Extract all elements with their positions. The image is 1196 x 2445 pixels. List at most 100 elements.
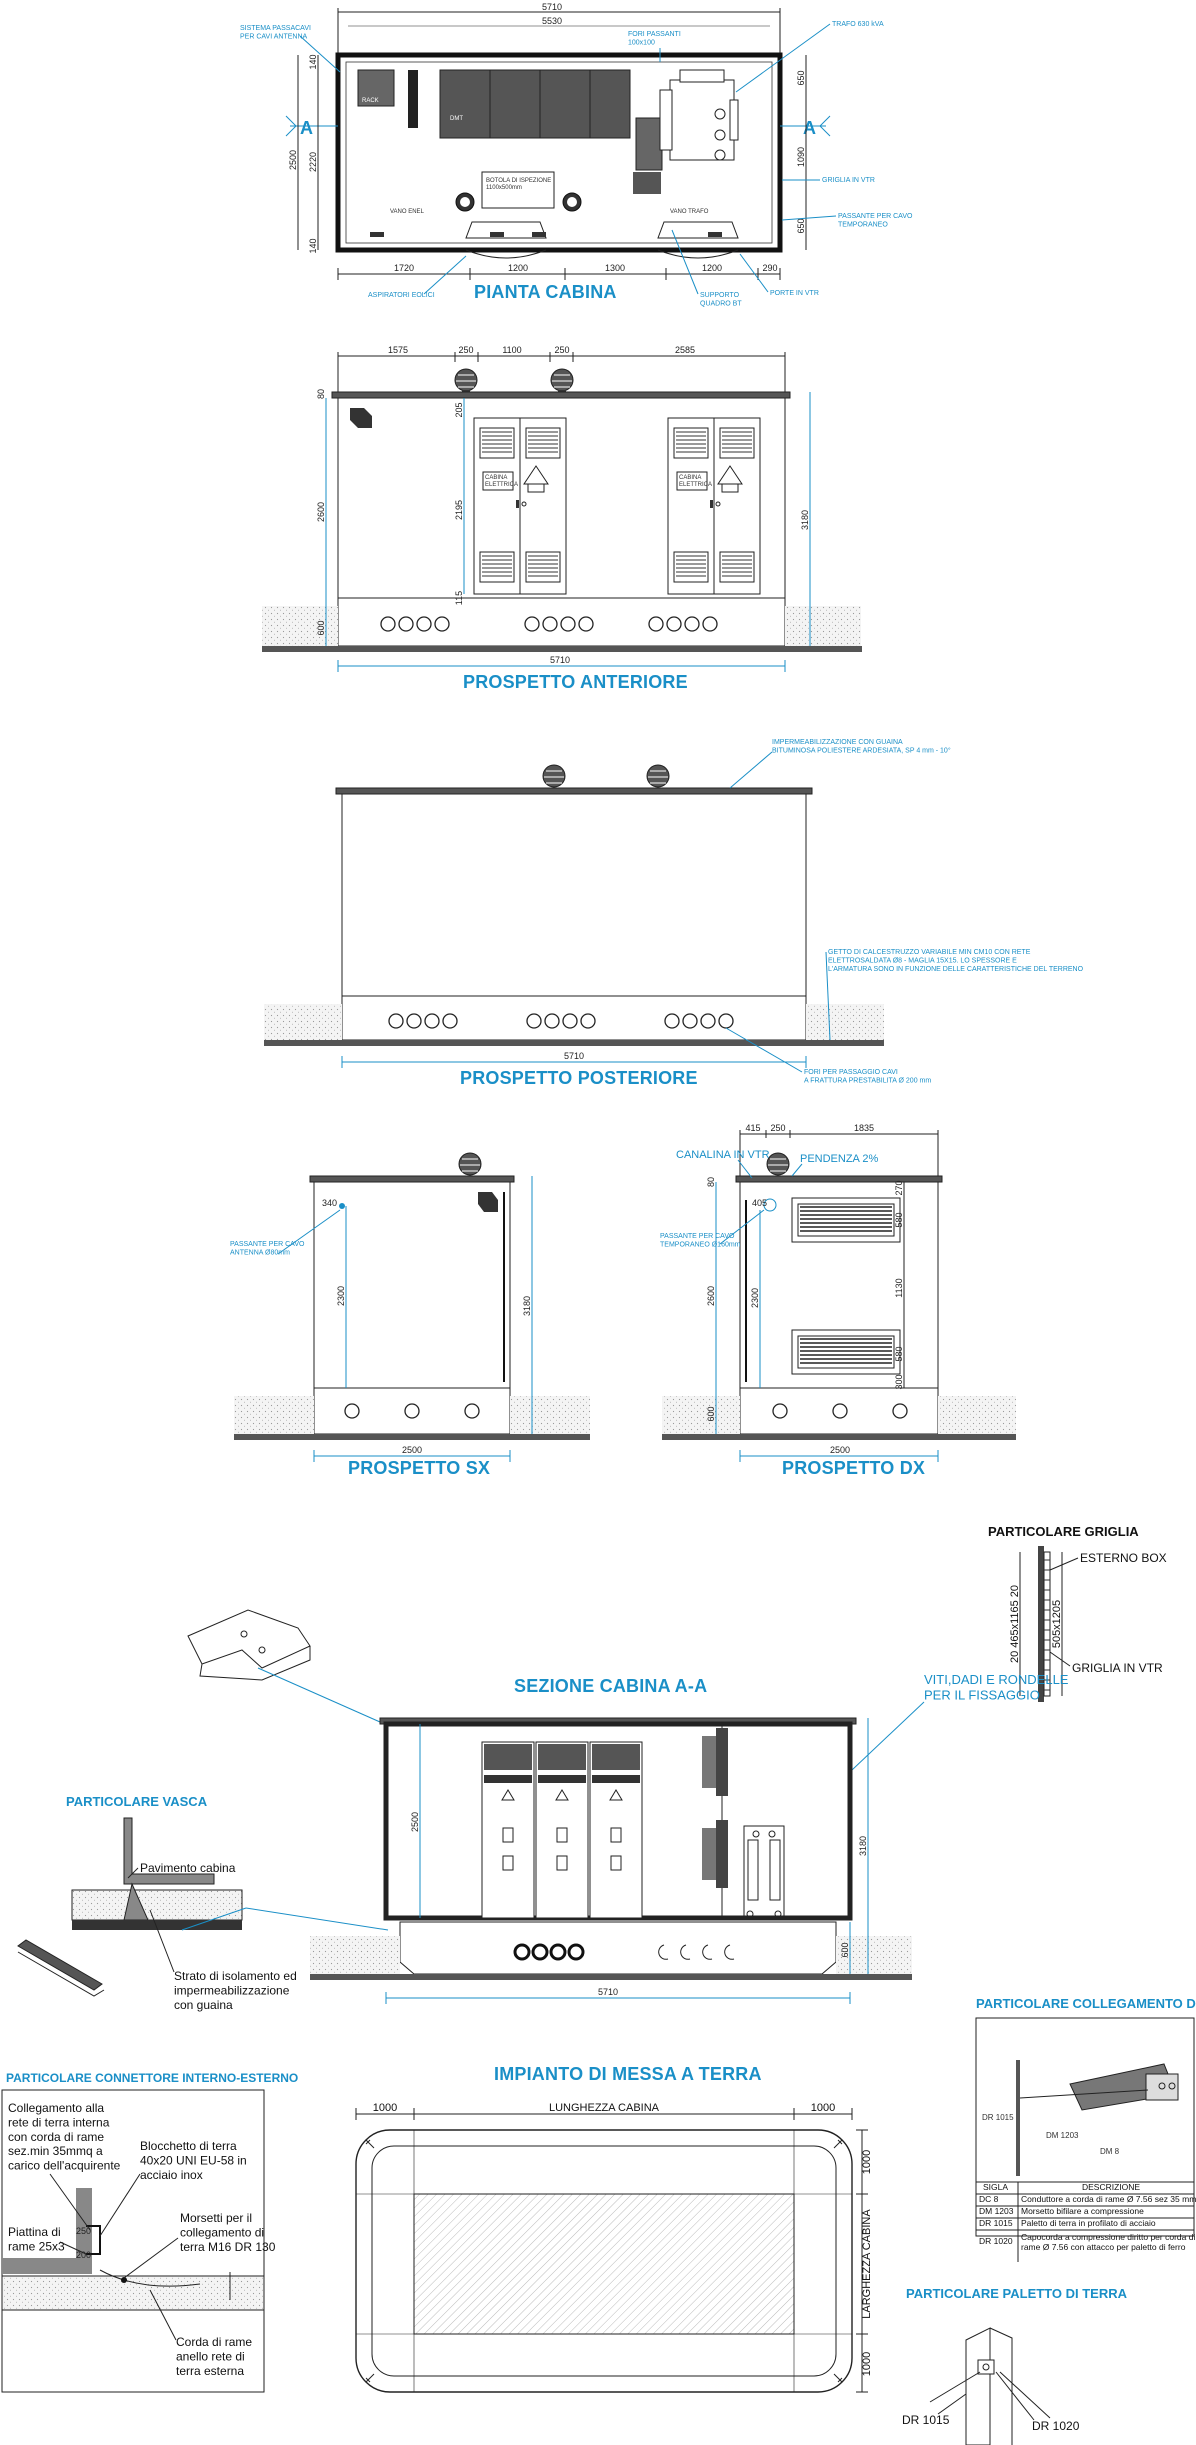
griglia-dim2: 505x1205 (1051, 1600, 1063, 1648)
coll-label-dm1203: DM 1203 (1046, 2131, 1079, 2140)
plan-dim-b2: 1200 (508, 263, 528, 273)
rack-label: RACK (362, 98, 379, 104)
conn-d1: 250 (76, 2226, 91, 2236)
messa-terra-plan: IMPIANTO DI MESSA A TERRA 1000 LUNGHEZZA… (355, 2064, 873, 2393)
coll-th-desc: DESCRIZIONE (1082, 2182, 1140, 2192)
coll-label-dr1015: DR 1015 (982, 2113, 1014, 2122)
plan-dim-b4: 1200 (702, 263, 722, 273)
plan-dim-total: 5710 (542, 2, 562, 12)
section-marker-right: A (803, 118, 816, 138)
vano-trafo: VANO TRAFO (670, 209, 709, 215)
front-dim-h5: 3180 (800, 510, 810, 530)
coll-r3-sigla: DR 1020 (979, 2236, 1013, 2246)
terra-d-top: 1000 (861, 2150, 873, 2174)
side-right-elevation: 415 250 1835 270 580 1130 580 300 2600 6… (660, 1123, 1016, 1478)
griglia-detail: PARTICOLARE GRIGLIA 20 465x1165 20 505x1… (988, 1524, 1167, 1702)
front-dim-h6: 600 (316, 620, 326, 635)
dx-dim-r2: 580 (894, 1212, 904, 1227)
vano-enel: VANO ENEL (390, 209, 425, 215)
section-title: SEZIONE CABINA A-A (514, 1676, 707, 1696)
callout-griglia: GRIGLIA IN VTR (822, 177, 875, 184)
dx-dim-r4: 580 (894, 1346, 904, 1361)
front-title: PROSPETTO ANTERIORE (463, 672, 688, 692)
vasca-title: PARTICOLARE VASCA (66, 1794, 208, 1809)
front-dim-d3: 1100 (502, 345, 521, 355)
dx-label-pendenza: PENDENZA 2% (800, 1153, 878, 1165)
vasca-pavimento: Pavimento cabina (140, 1861, 236, 1875)
coll-label-dm8: DM 8 (1100, 2147, 1120, 2156)
sx-dim-h: 2300 (336, 1286, 346, 1306)
callout-aspiratori: ASPIRATORI EOLICI (368, 292, 435, 299)
plan-title: PIANTA CABINA (474, 282, 617, 302)
plan-dim-inner: 5530 (542, 16, 562, 26)
plan-dim-left-bot: 140 (308, 238, 318, 253)
front-dim-h4: 115 (454, 591, 464, 605)
front-cable-holes (380, 616, 718, 632)
coll-th-sigla: SIGLA (983, 2182, 1008, 2192)
plan-dim-right-mid: 1090 (796, 147, 806, 167)
section-dim-h-out: 3180 (858, 1836, 868, 1856)
sx-dim-top: 340 (322, 1198, 337, 1208)
connettore-detail: PARTICOLARE CONNETTORE INTERNO-ESTERNO C… (1, 2071, 298, 2393)
griglia-esterno: ESTERNO BOX (1080, 1551, 1167, 1565)
coll-r3-desc: Capocorda a compressione diritto per cor… (1021, 2232, 1195, 2252)
section-transformer (743, 1825, 785, 1918)
front-dim-h3: 205 (454, 402, 464, 417)
callout-trafo: TRAFO 630 kVA (832, 21, 884, 28)
griglia-dim1: 20 465x1165 20 (1009, 1585, 1021, 1663)
messa-terra-title: IMPIANTO DI MESSA A TERRA (494, 2064, 762, 2084)
back-note-getto: GETTO DI CALCESTRUZZO VARIABILE MIN CM10… (828, 949, 1084, 973)
front-dim-h2: 2195 (454, 500, 464, 520)
section-dim-h-in: 2500 (410, 1812, 420, 1832)
terra-d-left: 1000 (373, 2102, 397, 2114)
section-switchgear (481, 1741, 643, 1919)
front-dim-d2: 250 (458, 345, 473, 355)
plan-dim-right-bot: 650 (796, 218, 806, 233)
paletto-detail: PARTICOLARE PALETTO DI TERRA DR 1015 DR … (902, 2286, 1128, 2445)
dx-dim-bottom: 2500 (830, 1445, 850, 1455)
plan-dim-b3: 1300 (605, 263, 625, 273)
dx-dim-d1: 415 (745, 1123, 760, 1133)
paletto-dr1020: DR 1020 (1032, 2419, 1080, 2433)
botola (481, 171, 555, 209)
terra-lunghezza: LUNGHEZZA CABINA (549, 2102, 660, 2114)
plan-dim-h-total: 2500 (288, 150, 298, 170)
front-dim-h7: 80 (316, 389, 326, 399)
section-cable-holes (513, 1943, 735, 1961)
front-elevation: 1575 250 1100 250 2585 (262, 345, 862, 692)
back-dim-bottom: 5710 (564, 1051, 584, 1061)
front-dim-h1: 2600 (316, 502, 326, 522)
section-dim-base: 600 (840, 1942, 850, 1957)
terra-larghezza: LARGHEZZA CABINA (861, 2209, 873, 2319)
rack-box (357, 69, 395, 107)
front-dim-d5: 2585 (675, 345, 695, 355)
side-sx-title: PROSPETTO SX (348, 1458, 490, 1478)
dx-dim-r3: 1130 (894, 1278, 904, 1297)
paletto-dr1015: DR 1015 (902, 2413, 950, 2427)
back-cable-holes (388, 1013, 734, 1029)
dx-dim-h2: 2300 (750, 1288, 760, 1308)
paletto-title: PARTICOLARE PALETTO DI TERRA (906, 2286, 1128, 2301)
dx-dim-tp: 405 (752, 1198, 767, 1208)
griglia-label: GRIGLIA IN VTR (1072, 1661, 1163, 1675)
dmt-label: DMT (450, 116, 463, 122)
dx-dim-r5: 300 (894, 1374, 904, 1389)
front-dim-bottom: 5710 (550, 655, 570, 665)
dx-dim-h4: 80 (706, 1177, 716, 1187)
